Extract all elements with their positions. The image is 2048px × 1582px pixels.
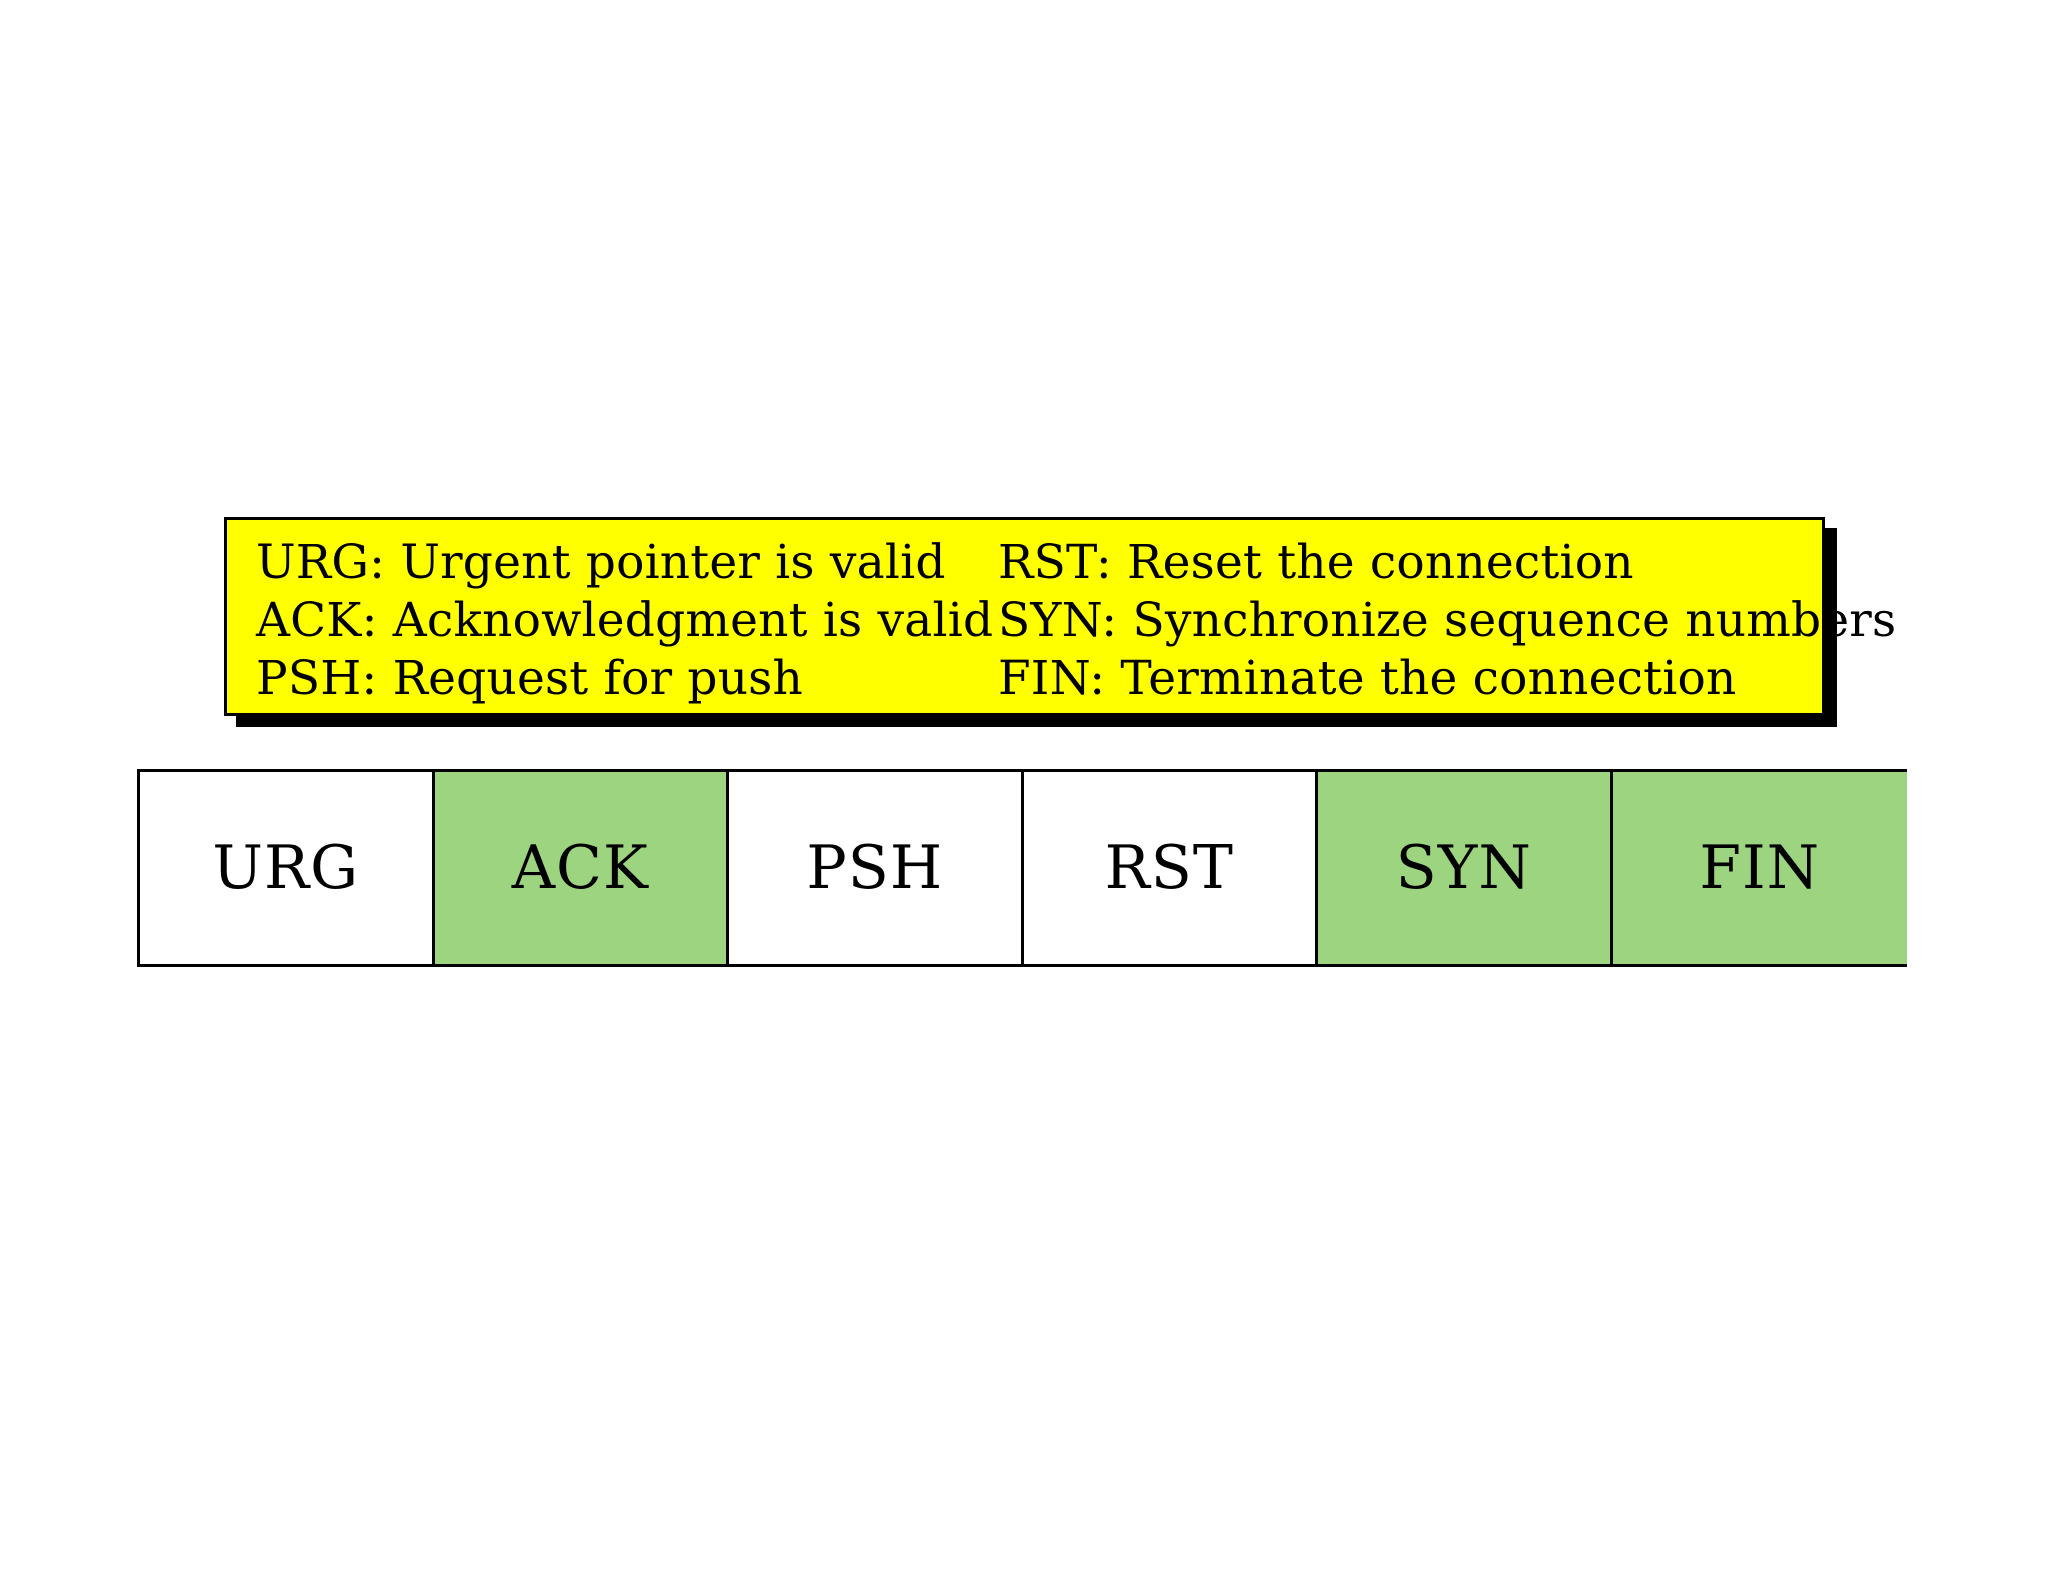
flag-legend-box: URG: Urgent pointer is valid RST: Reset … [224,517,1896,716]
flag-cell-fin: FIN [1612,772,1907,964]
tcp-flag-field: URG ACK PSH RST SYN FIN [137,769,1907,967]
flag-cell-rst: RST [1023,772,1318,964]
legend-psh: PSH: Request for push [256,651,803,706]
flag-cell-psh: PSH [729,772,1024,964]
legend-urg: URG: Urgent pointer is valid [256,535,946,590]
legend-fin: FIN: Terminate the connection [998,651,1737,706]
flag-cell-syn: SYN [1318,772,1613,964]
flag-cell-urg: URG [140,772,435,964]
flag-cell-ack: ACK [434,772,729,964]
legend-syn: SYN: Synchronize sequence numbers [998,593,1897,648]
legend-ack: ACK: Acknowledgment is valid [256,593,994,648]
legend-rst: RST: Reset the connection [998,535,1634,590]
